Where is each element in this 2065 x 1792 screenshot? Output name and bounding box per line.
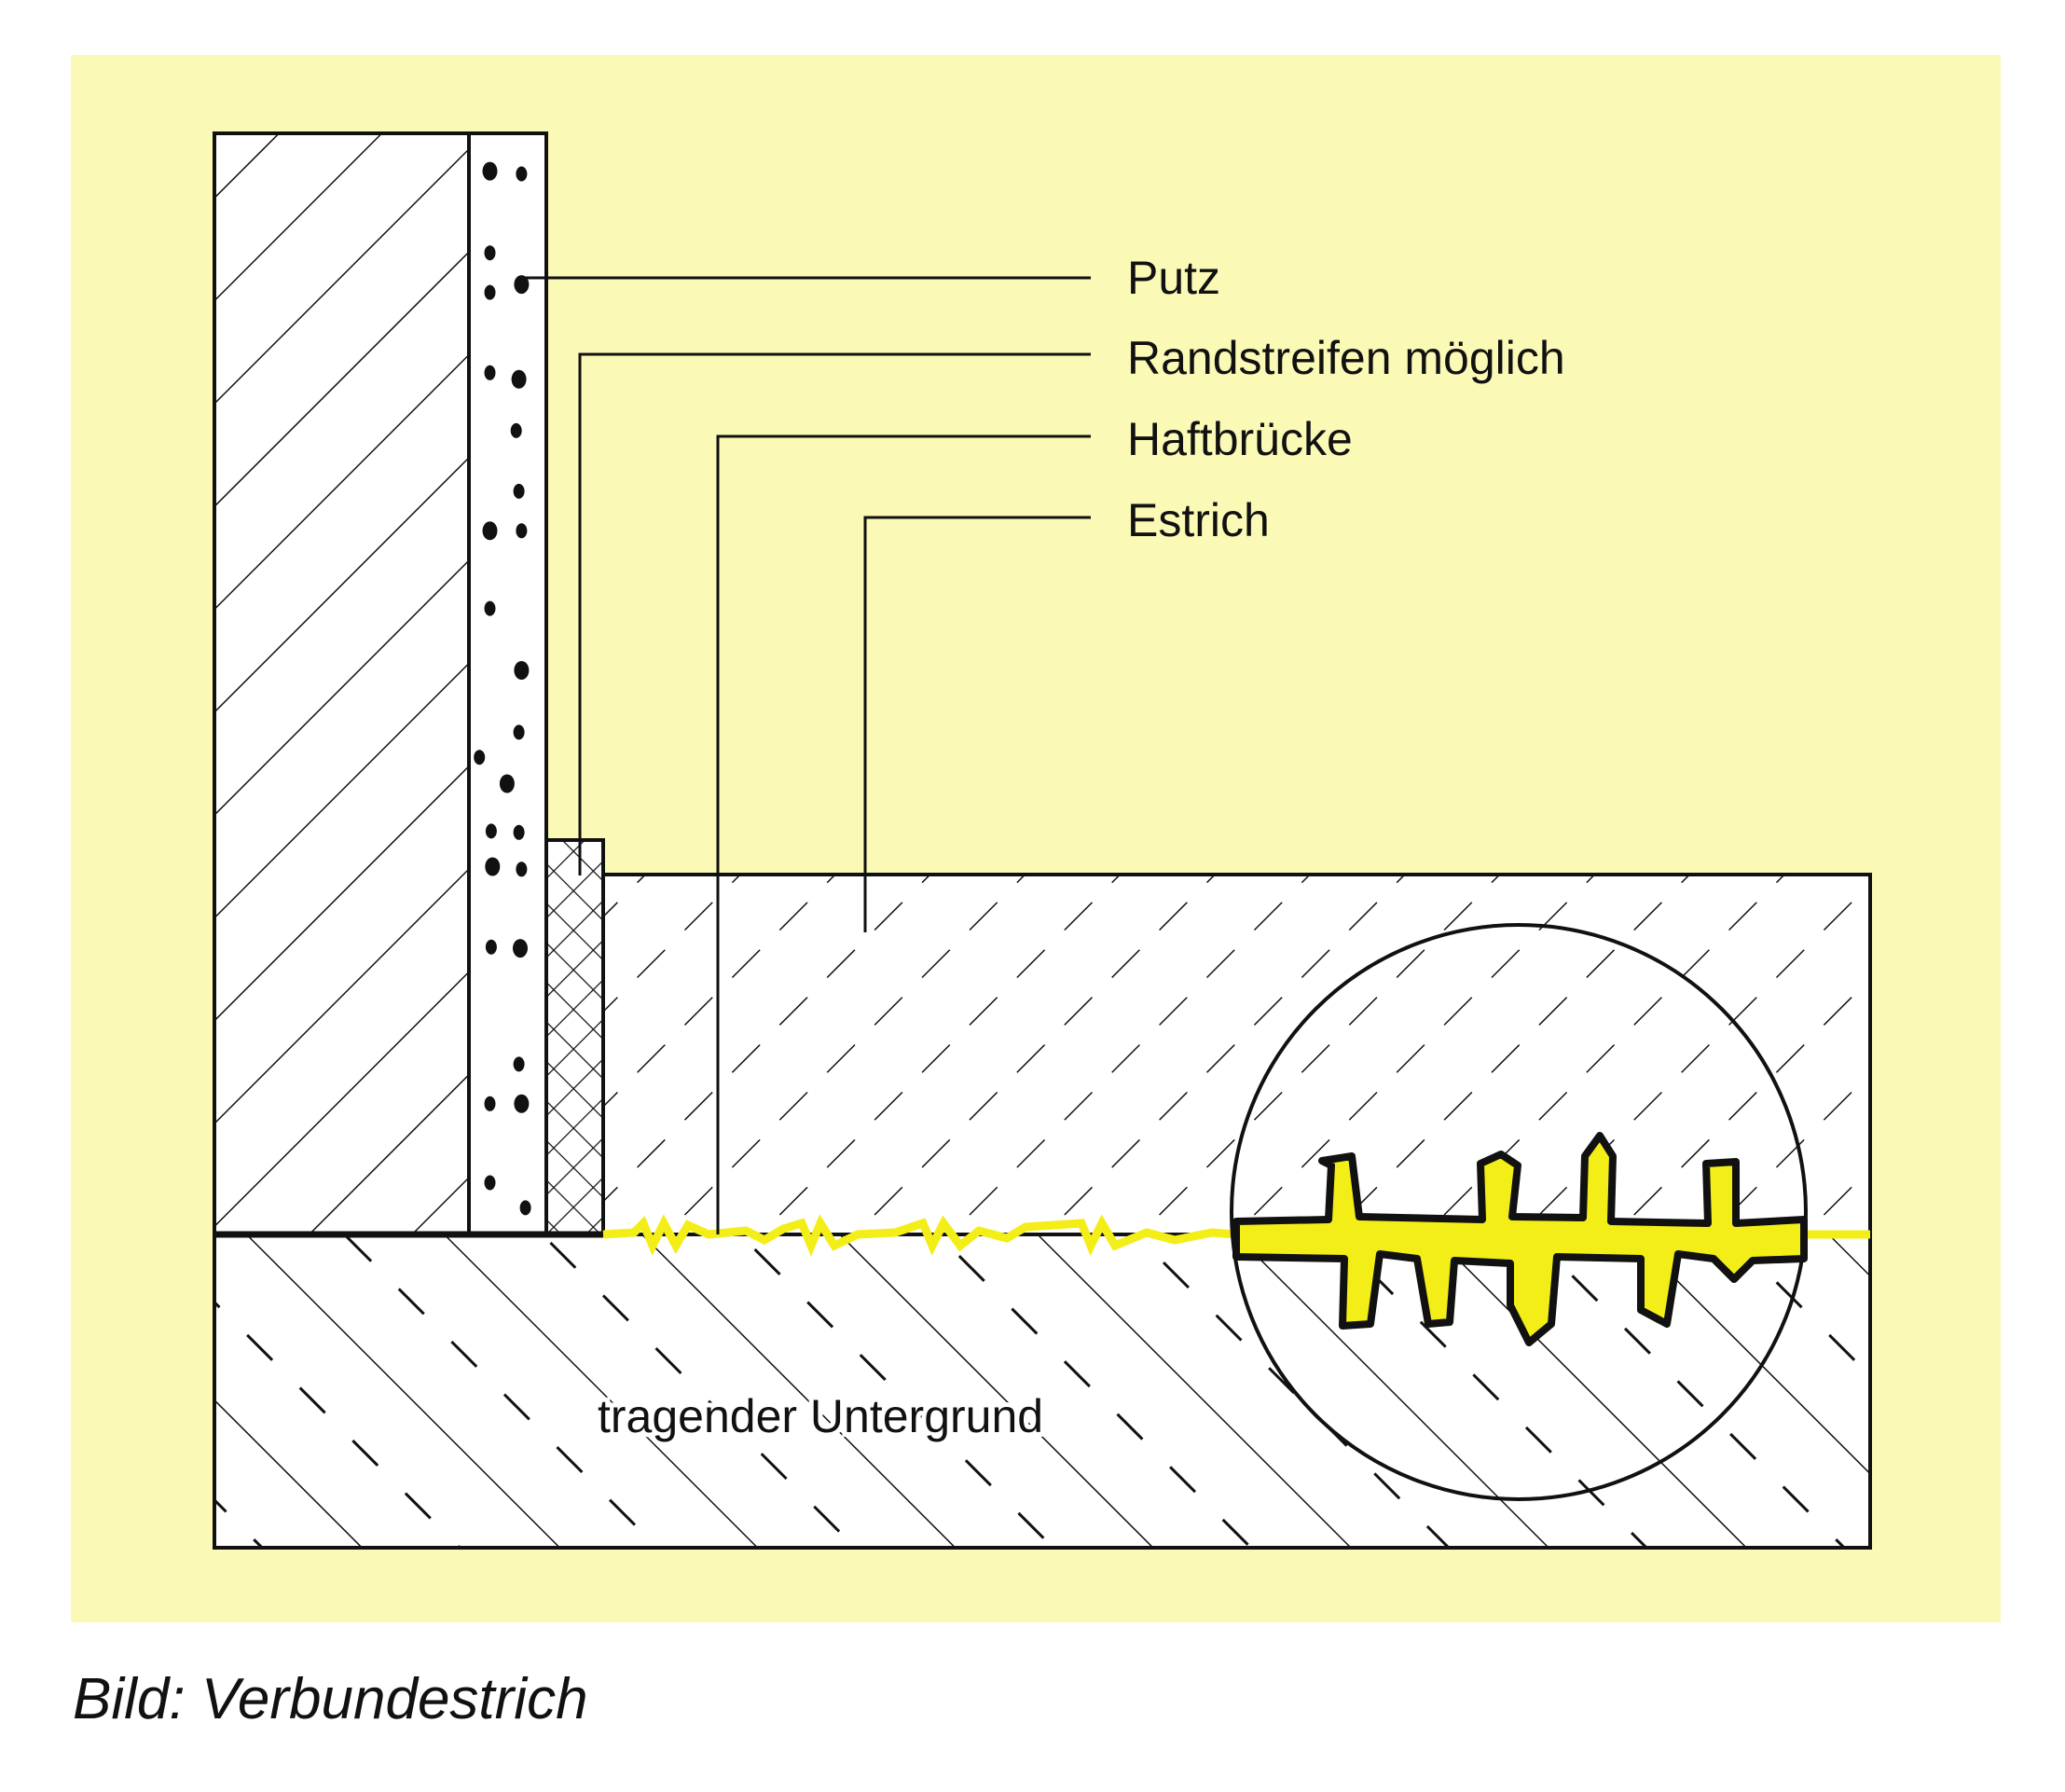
plaster-dot <box>514 1094 530 1113</box>
edge-strip <box>544 838 605 1236</box>
plaster-dot <box>513 483 525 499</box>
figure-caption: Bild: Verbundestrich <box>73 1667 588 1731</box>
plaster-dot <box>519 1200 531 1216</box>
plaster-dot <box>482 521 498 541</box>
plaster-dot <box>484 600 496 616</box>
bonding-bridge-detail <box>1232 1132 1808 1346</box>
plaster-dot <box>510 422 522 438</box>
label-untergrund: tragender Untergrund <box>598 1390 1043 1442</box>
plaster-dot <box>513 1056 525 1072</box>
plaster-dot <box>514 275 530 295</box>
masonry-wall <box>213 131 471 1236</box>
plaster-layer <box>467 131 548 1236</box>
leader-line-randstreifen <box>578 352 1091 875</box>
plaster-dot <box>485 939 497 955</box>
plaster-dot <box>484 284 496 300</box>
plaster-dot <box>484 245 496 261</box>
plaster-dot <box>499 774 515 793</box>
screed-layer <box>601 873 1872 1236</box>
bonding-bridge-line <box>602 1214 1870 1257</box>
label-estrich: Estrich <box>1127 494 1270 546</box>
substrate-layer <box>213 1233 1872 1550</box>
plaster-dot <box>485 857 501 876</box>
leader-line-estrich <box>863 516 1091 932</box>
label-randstreifen: Randstreifen möglich <box>1127 332 1565 384</box>
plaster-dot <box>513 724 525 740</box>
plaster-dot <box>484 1175 496 1191</box>
plaster-dot <box>511 369 527 389</box>
plaster-dot <box>516 862 528 877</box>
plaster-dot <box>513 824 525 840</box>
plaster-dot <box>482 161 498 181</box>
plaster-dot <box>516 166 528 182</box>
label-putz: Putz <box>1127 252 1220 304</box>
plaster-aggregate-dots <box>474 161 531 1216</box>
plaster-dot <box>474 750 486 765</box>
plaster-dot <box>485 823 497 839</box>
plaster-dot <box>516 523 528 539</box>
label-haftbruecke: Haftbrücke <box>1127 413 1353 465</box>
plaster-dot <box>484 1096 496 1111</box>
plaster-dot <box>514 661 530 680</box>
leader-line-haftbruecke <box>716 434 1091 1234</box>
plaster-dot <box>484 365 496 380</box>
detail-magnifier-circle <box>1230 923 1808 1501</box>
plaster-dot <box>513 939 528 958</box>
